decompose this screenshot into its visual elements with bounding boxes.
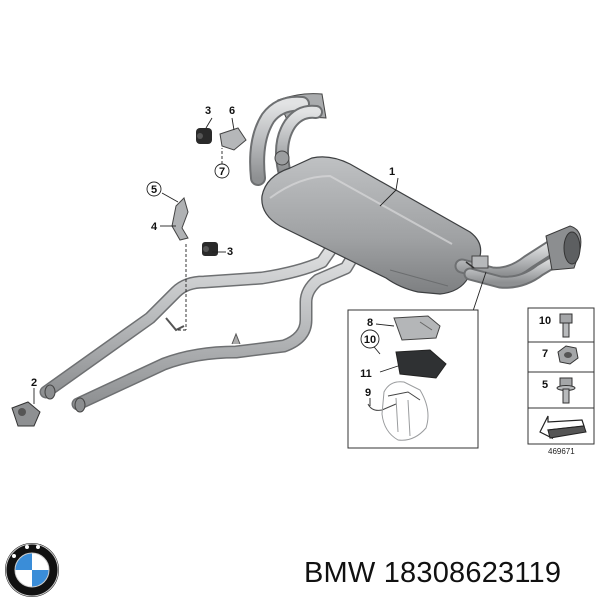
callout-1: 1 bbox=[389, 166, 395, 178]
callout-label: 2 bbox=[31, 377, 37, 389]
callout-label: 5 bbox=[151, 184, 157, 196]
callout-label: 9 bbox=[365, 387, 371, 399]
callout-circle bbox=[146, 181, 162, 197]
callout-7: 7 bbox=[542, 348, 548, 360]
callout-circle bbox=[360, 329, 380, 349]
callout-4: 4 bbox=[151, 221, 158, 233]
pipe-clamp bbox=[11, 401, 41, 427]
front-pipe-upper bbox=[39, 235, 343, 399]
nut-icon bbox=[557, 345, 579, 365]
callout-9: 9 bbox=[365, 387, 371, 399]
callout-3: 3 bbox=[205, 105, 211, 117]
callout-7: 7 bbox=[214, 163, 230, 179]
callout-circle bbox=[214, 163, 230, 179]
parts-legend: 10 7 5 bbox=[527, 307, 595, 445]
callout-label: 6 bbox=[229, 105, 235, 117]
callout-8: 8 bbox=[367, 317, 373, 329]
front-pipe-lower bbox=[71, 241, 365, 411]
ghost-bracket-detail bbox=[381, 381, 429, 441]
pipe-end-right bbox=[74, 397, 86, 413]
drawing-number: 469671 bbox=[548, 447, 575, 456]
callout-label: 3 bbox=[205, 105, 211, 117]
part-number-caption: BMW 18308623119 bbox=[304, 557, 562, 589]
callout-6: 6 bbox=[229, 105, 235, 117]
callout-label: 1 bbox=[389, 166, 395, 178]
upper-mount-bracket bbox=[219, 127, 247, 151]
tail-pipe bbox=[454, 236, 567, 289]
callout-label: 10 bbox=[364, 334, 376, 346]
callout-label: 4 bbox=[151, 221, 158, 233]
legend-callouts: 10 7 5 bbox=[539, 315, 551, 391]
callout-label: 10 bbox=[539, 315, 551, 327]
main-callouts: 1 2 3 3 4 5 6 7 bbox=[31, 105, 395, 389]
rubber-mount-upper bbox=[196, 128, 212, 144]
hanger-bracket bbox=[171, 197, 189, 241]
callout-label: 8 bbox=[367, 317, 373, 329]
rubber-mount-lower bbox=[202, 242, 218, 256]
callout-label: 7 bbox=[219, 166, 225, 178]
bmw-logo-icon bbox=[5, 543, 59, 597]
callout-label: 3 bbox=[227, 246, 233, 258]
callout-label: 7 bbox=[542, 348, 548, 360]
pipe-mount-tab bbox=[231, 332, 241, 345]
flange-bolt-icon bbox=[556, 377, 576, 404]
pipe-hanger-bracket bbox=[165, 317, 185, 332]
callout-10: 10 bbox=[360, 329, 380, 349]
exhaust-flap-actuator bbox=[465, 255, 489, 269]
callout-11: 11 bbox=[360, 368, 372, 380]
callout-5: 5 bbox=[542, 379, 548, 391]
bolt-icon bbox=[559, 313, 573, 338]
exhaust-tip bbox=[545, 225, 582, 271]
detail-box: 8 10 11 9 bbox=[347, 309, 479, 449]
callout-3: 3 bbox=[227, 246, 233, 258]
direction-arrow-icon bbox=[539, 415, 587, 440]
callout-label: 5 bbox=[542, 379, 548, 391]
flap-actuator-detail bbox=[393, 315, 441, 341]
callout-5: 5 bbox=[146, 181, 162, 197]
rear-inlet-bend bbox=[249, 93, 327, 186]
actuator-bracket-detail bbox=[395, 349, 447, 379]
callout-2: 2 bbox=[31, 377, 37, 389]
pipe-end-left bbox=[44, 384, 56, 400]
callout-10: 10 bbox=[539, 315, 551, 327]
detail-callouts: 8 10 11 9 bbox=[360, 317, 380, 399]
callout-label: 11 bbox=[360, 368, 372, 380]
